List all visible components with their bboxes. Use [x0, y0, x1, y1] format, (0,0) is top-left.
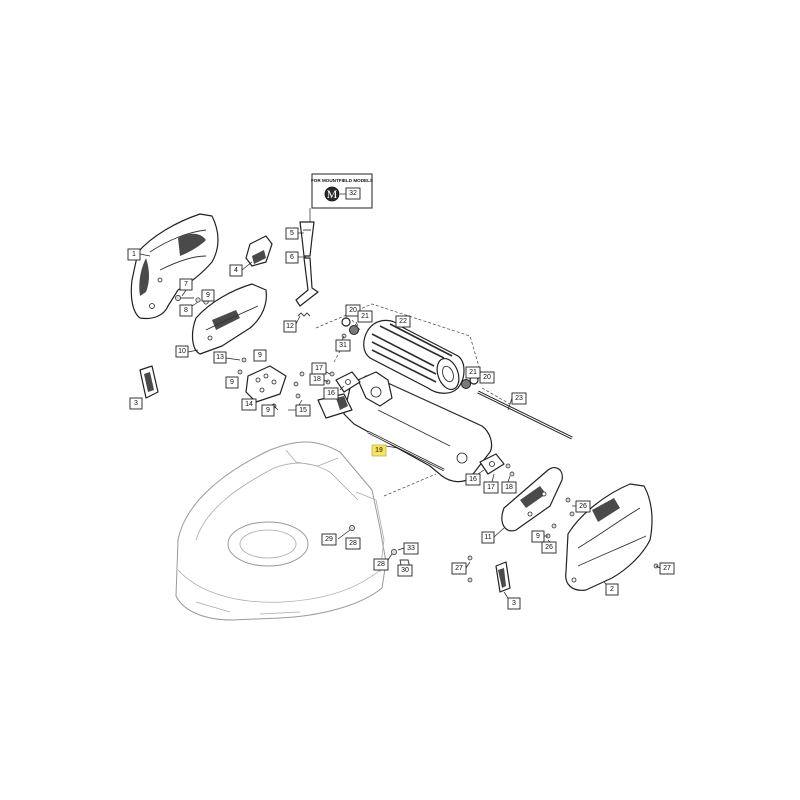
part-12-spring: [297, 312, 311, 317]
callout-11: 11: [484, 534, 491, 541]
callout-30: 30: [401, 567, 409, 574]
part-1-left-guard: [130, 213, 219, 320]
flange-16-left: [325, 371, 361, 393]
callout-28-upper: 28: [349, 540, 357, 547]
part-4-clip: [245, 235, 273, 267]
callout-1: 1: [132, 251, 136, 258]
part-2-right-guard: [565, 483, 653, 591]
callout-9-plate: 9: [258, 352, 262, 359]
callout-8: 8: [184, 307, 188, 314]
callout-3-left: 3: [134, 400, 138, 407]
callout-12: 12: [286, 323, 294, 330]
callout-9-right: 9: [536, 533, 540, 540]
mountfield-logo-icon: [324, 186, 340, 202]
callout-17-left: 17: [315, 365, 323, 372]
callout-29: 29: [325, 536, 333, 543]
part-5-knob: [299, 221, 315, 257]
callout-20-right: 20: [483, 374, 491, 381]
callout-9-top: 9: [206, 292, 210, 299]
callout-20-top: 20: [349, 307, 357, 314]
part-11-right-cover: [501, 467, 563, 532]
fasteners-right: [349, 497, 659, 583]
callout-27-right: 27: [663, 565, 671, 572]
part-23-axle-rod: [477, 390, 573, 440]
callout-14: 14: [245, 401, 253, 408]
note-title: FOR MOUNTFIELD MODELS: [311, 178, 373, 183]
callout-2: 2: [610, 586, 614, 593]
flange-16-right: [479, 453, 515, 477]
callout-labels: 1 2 3 3 4 5 6 7 8 9: [127, 227, 675, 610]
callout-7: 7: [184, 281, 188, 288]
mountfield-note: FOR MOUNTFIELD MODELS M 32: [309, 173, 373, 222]
callout-15: 15: [299, 407, 307, 414]
callout-10: 10: [178, 348, 186, 355]
callout-13: 13: [216, 354, 224, 361]
callout-31: 31: [339, 342, 347, 349]
callout-28-lower: 28: [377, 561, 385, 568]
part-6-adjuster-lever: [295, 257, 319, 307]
callout-5: 5: [290, 230, 294, 237]
note-part-number: 32: [349, 190, 357, 197]
part-10-left-cover: [191, 283, 267, 355]
callout-16-right: 16: [469, 476, 477, 483]
callout-21-right: 21: [469, 369, 477, 376]
callout-22: 22: [399, 318, 407, 325]
callout-26-bottom: 26: [545, 544, 553, 551]
callout-4: 4: [234, 267, 238, 274]
callout-21-top: 21: [361, 313, 369, 320]
part-3-left-bracket: [139, 365, 159, 399]
callout-17-right: 17: [487, 484, 495, 491]
callout-27-left: 27: [455, 565, 463, 572]
callout-6: 6: [290, 254, 294, 261]
callout-9-left: 9: [230, 379, 234, 386]
callout-9-lower: 9: [266, 407, 270, 414]
mower-deck: [175, 441, 387, 621]
mountfield-logo-letter: M: [327, 187, 338, 201]
part-22-roller: [363, 319, 465, 394]
callout-3-right: 3: [512, 600, 516, 607]
callout-33: 33: [407, 545, 415, 552]
part-20-21-bearings: [341, 317, 479, 389]
roller-frame: [317, 371, 493, 483]
callout-18-left: 18: [313, 376, 321, 383]
callout-16-left: 16: [327, 390, 335, 397]
callout-26-top: 26: [579, 503, 587, 510]
callout-18-right: 18: [505, 484, 513, 491]
part-3-right-bracket: [495, 561, 511, 593]
bolt-7: [175, 295, 209, 305]
callout-19-highlight: 19: [375, 447, 383, 454]
part-14-lever-plate: [237, 357, 305, 409]
callout-23: 23: [515, 395, 523, 402]
